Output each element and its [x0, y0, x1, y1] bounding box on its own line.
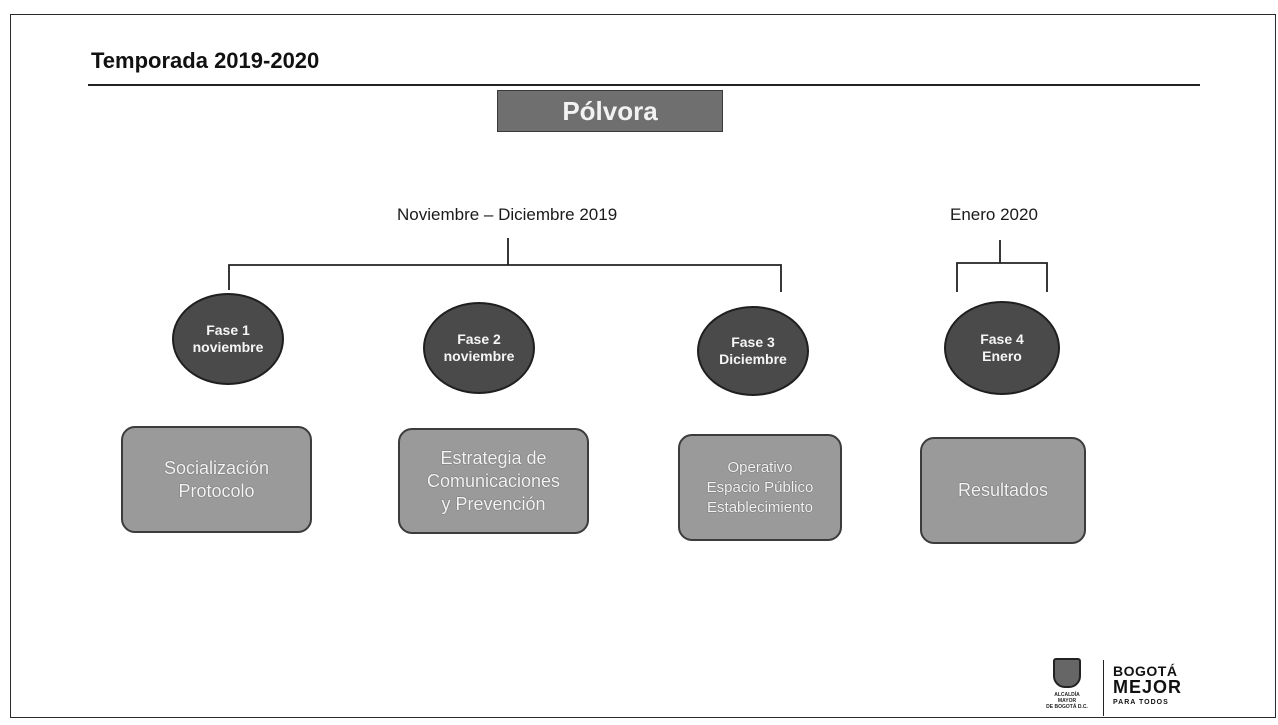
title-underline: [88, 84, 1200, 86]
brand-line-1: BOGOTÁ: [1113, 663, 1178, 679]
phase-3-month: Diciembre: [719, 351, 787, 367]
slide-title: Temporada 2019-2020: [91, 48, 320, 73]
activity-box-2: Estrategia de Comunicaciones y Prevenció…: [398, 428, 589, 534]
crest-caption-line: DE BOGOTÁ D.C.: [1046, 704, 1088, 710]
alcaldia-crest-logo: ALCALDÍA MAYOR DE BOGOTÁ D.C.: [1045, 656, 1089, 718]
activity-3-line: Espacio Público: [706, 478, 814, 496]
phase-2-month: noviembre: [443, 348, 515, 364]
phase-2-node: Fase 2 noviembre: [423, 302, 535, 394]
phase-1-title: Fase 1: [206, 322, 250, 338]
activity-box-1: Socialización Protocolo: [121, 426, 312, 533]
activity-2-line: Comunicaciones: [426, 470, 561, 491]
phase-1-node: Fase 1 noviembre: [172, 293, 284, 385]
period-label-nov-dec: Noviembre – Diciembre 2019: [397, 205, 618, 224]
activity-3-line: Operativo: [727, 458, 793, 476]
crest-caption: ALCALDÍA MAYOR DE BOGOTÁ D.C.: [1045, 692, 1089, 710]
phase-1-month: noviembre: [192, 339, 264, 355]
crest-caption-line: ALCALDÍA MAYOR: [1054, 692, 1080, 704]
activity-box-4: Resultados: [920, 437, 1086, 544]
footer-logos: ALCALDÍA MAYOR DE BOGOTÁ D.C. BOGOTÁ MEJ…: [1045, 656, 1225, 718]
activity-4-line: Resultados: [957, 480, 1049, 500]
logo-divider: [1103, 660, 1104, 716]
topic-banner: Pólvora: [497, 90, 723, 132]
activity-box-3: Operativo Espacio Público Establecimient…: [678, 434, 842, 541]
activity-1-line: Socialización: [163, 457, 270, 478]
activity-1-line: Protocolo: [178, 480, 255, 501]
crest-shield-icon: [1053, 658, 1081, 688]
phase-3-node: Fase 3 Diciembre: [697, 306, 809, 396]
phase-4-title: Fase 4: [980, 331, 1024, 347]
phase-3-title: Fase 3: [731, 334, 775, 350]
brace-jan: [956, 240, 1048, 292]
brace-nov-dec: [228, 238, 782, 292]
period-label-jan: Enero 2020: [950, 205, 1038, 224]
brand-line-3: PARA TODOS: [1113, 699, 1169, 706]
phase-4-node: Fase 4 Enero: [944, 301, 1060, 395]
bogota-mejor-logo: BOGOTÁ MEJOR PARA TODOS: [1113, 664, 1182, 710]
activity-3-line: Establecimiento: [707, 498, 813, 516]
activity-2-line: y Prevención: [441, 493, 546, 514]
activity-2-line: Estrategia de: [440, 447, 547, 468]
phase-2-title: Fase 2: [457, 331, 501, 347]
phase-4-month: Enero: [982, 348, 1022, 364]
brand-line-2: MEJOR: [1113, 677, 1183, 697]
